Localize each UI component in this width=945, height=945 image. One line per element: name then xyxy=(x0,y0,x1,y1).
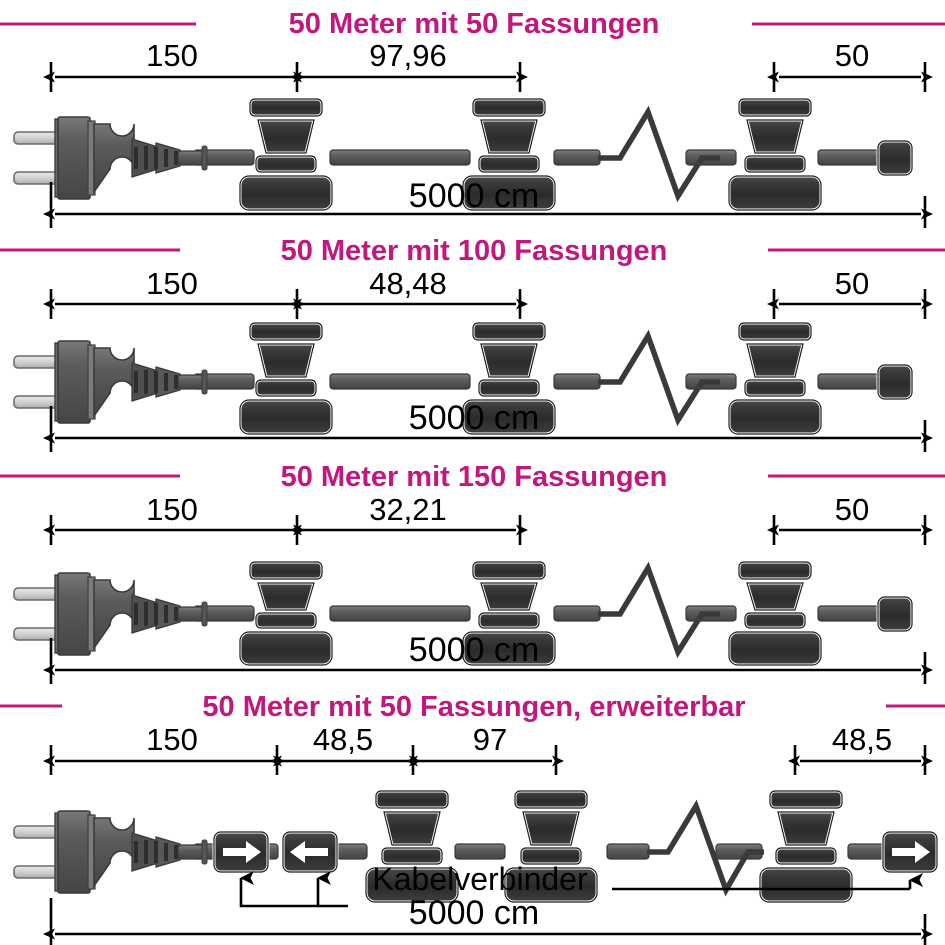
dim-label-spacing: 97 xyxy=(473,722,507,757)
cable-connector-female-icon[interactable] xyxy=(281,830,339,874)
dim-label-tail: 50 xyxy=(835,38,869,73)
lamp-socket-icon xyxy=(727,97,823,212)
total-length-label: 5000 cm xyxy=(409,894,539,932)
end-cap-icon xyxy=(876,595,914,633)
dim-label-lead: 150 xyxy=(146,38,198,73)
kabelverbinder-leader-left xyxy=(239,883,320,908)
section-4: 50 Meter mit 50 Fassungen, erweiterbar 1… xyxy=(0,691,945,945)
cable-segment xyxy=(817,605,881,622)
dim-label-lead: 150 xyxy=(146,722,198,757)
total-length-label: 5000 cm xyxy=(409,177,539,215)
cable-segment xyxy=(553,373,601,390)
cable-segment xyxy=(329,605,471,622)
section-3: 50 Meter mit 150 Fassungen 150 32,21 50 … xyxy=(0,461,945,684)
cable-segment xyxy=(553,149,601,166)
cable-segment xyxy=(454,843,506,860)
cable-segment xyxy=(553,605,601,622)
cable-segment xyxy=(329,373,471,390)
cable-break-zigzag-icon xyxy=(598,561,720,659)
end-cap-icon xyxy=(876,139,914,177)
mains-plug-icon xyxy=(13,340,208,424)
total-length-label: 5000 cm xyxy=(409,631,539,669)
cable-segment xyxy=(606,843,650,860)
cable-break-zigzag-icon xyxy=(598,105,720,203)
cable-segment xyxy=(817,373,881,390)
cable-connector-male-icon[interactable] xyxy=(212,830,270,874)
section-title: 50 Meter mit 100 Fassungen xyxy=(281,235,668,267)
cable-segment xyxy=(336,843,368,860)
kabelverbinder-label: Kabelverbinder xyxy=(372,861,588,897)
dim-label-spacing: 97,96 xyxy=(369,38,447,73)
mains-plug-icon xyxy=(13,810,208,894)
dim-label-conn: 48,5 xyxy=(313,722,373,757)
lamp-socket-icon xyxy=(727,321,823,436)
section-2: 50 Meter mit 100 Fassungen 150 48,48 50 … xyxy=(0,235,945,452)
dim-label-tail: 50 xyxy=(835,492,869,527)
section-title: 50 Meter mit 50 Fassungen xyxy=(289,8,660,40)
cable-segment xyxy=(329,149,471,166)
dim-label-lead: 150 xyxy=(146,266,198,301)
dim-label-tail: 48,5 xyxy=(832,722,892,757)
section-title: 50 Meter mit 50 Fassungen, erweiterbar xyxy=(202,691,745,723)
lamp-socket-icon xyxy=(727,560,823,667)
mains-plug-icon xyxy=(13,572,208,656)
dim-label-spacing: 32,21 xyxy=(369,492,447,527)
section-1: 50 Meter mit 50 Fassungen 150 97,96 50 5… xyxy=(0,8,945,228)
dim-label-tail: 50 xyxy=(835,266,869,301)
dim-label-spacing: 48,48 xyxy=(369,266,447,301)
dim-label-lead: 150 xyxy=(146,492,198,527)
cable-break-zigzag-icon xyxy=(598,329,720,427)
end-cap-icon xyxy=(876,363,914,401)
lamp-socket-icon xyxy=(758,789,854,904)
cable-segment xyxy=(817,149,881,166)
mains-plug-icon xyxy=(13,116,208,200)
cable-connector-male-icon[interactable] xyxy=(881,830,939,874)
section-title: 50 Meter mit 150 Fassungen xyxy=(281,461,668,493)
cable-break-zigzag-icon xyxy=(647,799,764,897)
total-length-label: 5000 cm xyxy=(409,399,539,437)
